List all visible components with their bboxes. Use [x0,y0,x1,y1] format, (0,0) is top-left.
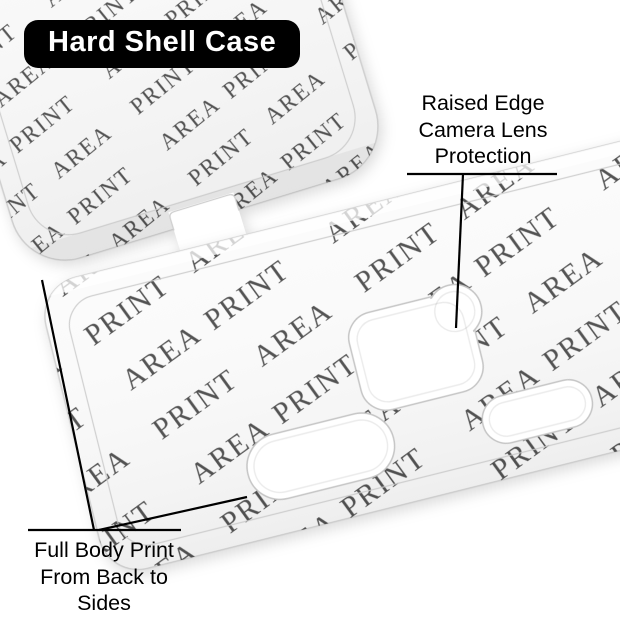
case-edge-seam [0,0,356,236]
case-top-rim-highlight [36,112,620,299]
callout-text-line: Sides [77,591,131,616]
button-notch-rim [169,194,240,231]
camera-callout-pointer [454,173,465,329]
fullbody-callout-pointer-left [40,279,96,531]
fullbody-callout-pointer-right [98,495,248,532]
case-shading [0,0,379,261]
camera-bar-cutout [246,412,396,501]
callout-text-line: Raised Edge [421,91,545,115]
camera-cutout-fill [350,296,482,409]
camera-bar-raised-edge [253,419,389,494]
side-pill-raised-edge [488,386,587,437]
lens-raised-edge [434,290,476,333]
callout-text-line: From Back to [40,564,168,589]
case-edge-seam [68,145,620,546]
callout-text-line: Camera Lens [418,117,548,142]
callout-lines [28,172,557,532]
camera-raised-edge [356,301,476,403]
full-body-print-callout: Full Body Print From Back to Sides [16,537,192,617]
callout-text-line: Protection [434,144,532,169]
case-back-main [36,112,620,571]
side-pill-cutout [481,379,594,444]
camera-protection-callout: Raised Edge Camera Lens Protection [383,90,583,170]
callout-text-line: Full Body Print [34,538,174,562]
hard-shell-case-badge: Hard Shell Case [24,20,301,68]
